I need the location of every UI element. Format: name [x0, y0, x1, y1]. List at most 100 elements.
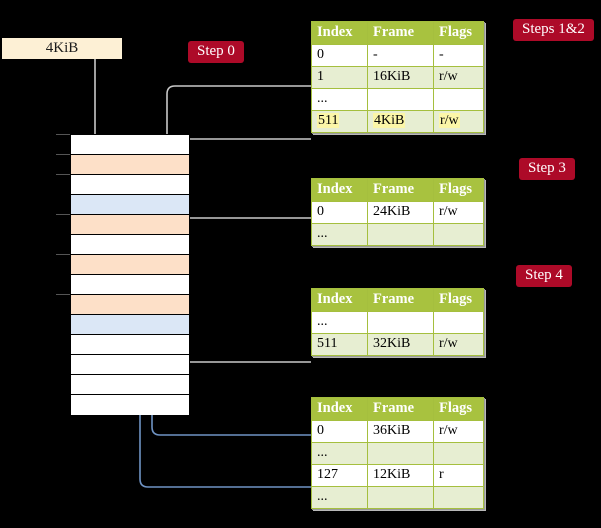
memory-frame-row — [71, 135, 189, 155]
badge-steps-1-2-label: Steps 1&2 — [522, 21, 585, 37]
column-header-index: Index — [311, 178, 368, 202]
memory-frame-row — [71, 295, 189, 315]
wire-table4-row127-to-memory — [132, 202, 311, 488]
memory-scale-tick — [56, 294, 70, 295]
cell-flags: r — [433, 464, 484, 487]
highlighted-value: 4KiB — [373, 113, 406, 128]
column-header-index: Index — [311, 288, 368, 312]
cell-frame — [367, 88, 434, 111]
cell-flags — [433, 223, 484, 246]
cell-frame: - — [367, 44, 434, 67]
memory-frame-row — [71, 335, 189, 355]
cell-frame — [367, 311, 434, 334]
highlighted-value: r/w — [439, 113, 460, 128]
physical-memory-column — [70, 134, 190, 415]
memory-frame-row — [71, 155, 189, 175]
column-header-flags: Flags — [433, 21, 484, 45]
column-header-frame: Frame — [367, 178, 434, 202]
memory-scale-tick — [56, 174, 70, 175]
cell-frame: 16KiB — [367, 66, 434, 89]
memory-frame-row — [71, 215, 189, 235]
badge-steps-1-2: Steps 1&2 — [513, 19, 594, 41]
cell-flags — [433, 311, 484, 334]
table-row[interactable]: ... — [311, 486, 484, 509]
memory-frame-row — [71, 375, 189, 395]
memory-scale-tick — [56, 214, 70, 215]
cell-flags — [433, 486, 484, 509]
cell-frame: 36KiB — [367, 420, 434, 443]
cell-frame: 12KiB — [367, 464, 434, 487]
table-row[interactable]: ... — [311, 88, 484, 111]
badge-step-4: Step 4 — [516, 265, 572, 287]
cell-frame: 32KiB — [367, 333, 434, 356]
cell-flags: r/w — [433, 420, 484, 443]
cell-index: 0 — [311, 44, 368, 67]
source-frame-label: 4KiB — [45, 40, 79, 56]
cell-index: ... — [311, 311, 368, 334]
cell-frame — [367, 442, 434, 465]
cell-index: ... — [311, 442, 368, 465]
cell-index: ... — [311, 88, 368, 111]
memory-frame-row — [71, 195, 189, 215]
cell-frame — [367, 223, 434, 246]
column-header-flags: Flags — [433, 397, 484, 421]
cell-flags: r/w — [433, 66, 484, 89]
column-header-index: Index — [311, 21, 368, 45]
cell-flags: r/w — [433, 110, 484, 133]
badge-step-3: Step 3 — [519, 158, 575, 180]
cell-frame: 24KiB — [367, 201, 434, 224]
cell-flags — [433, 88, 484, 111]
memory-scale-tick — [56, 254, 70, 255]
cell-index: 1 — [311, 66, 368, 89]
memory-frame-row — [71, 235, 189, 255]
cell-index: 511 — [311, 110, 368, 133]
cell-flags — [433, 442, 484, 465]
cell-index: 127 — [311, 464, 368, 487]
cell-flags: - — [433, 44, 484, 67]
cell-flags: r/w — [433, 201, 484, 224]
memory-frame-row — [71, 315, 189, 335]
source-frame-box: 4KiB — [2, 38, 122, 59]
memory-frame-row — [71, 255, 189, 275]
badge-step-0-label: Step 0 — [197, 43, 235, 59]
table-row[interactable]: ... — [311, 223, 484, 246]
table-row[interactable]: ... — [311, 311, 484, 334]
table-row[interactable]: 511 4KiB r/w — [311, 110, 484, 133]
cell-flags: r/w — [433, 333, 484, 356]
badge-step-0: Step 0 — [188, 41, 244, 63]
table-row[interactable]: ... — [311, 442, 484, 465]
column-header-index: Index — [311, 397, 368, 421]
table-row[interactable]: 0-- — [311, 44, 484, 67]
column-header-frame: Frame — [367, 21, 434, 45]
cell-frame — [367, 486, 434, 509]
cell-frame: 4KiB — [367, 110, 434, 133]
highlighted-value: 511 — [317, 113, 340, 128]
wire-step4-table3-to-memory — [177, 300, 311, 363]
column-header-flags: Flags — [433, 178, 484, 202]
column-header-flags: Flags — [433, 288, 484, 312]
wire-table4-row0-to-memory — [144, 322, 311, 436]
column-header-frame: Frame — [367, 288, 434, 312]
wire-step3-table2-to-memory — [173, 217, 311, 258]
cell-index: 0 — [311, 201, 368, 224]
memory-scale-tick — [56, 134, 70, 135]
cell-index: ... — [311, 223, 368, 246]
cell-index: ... — [311, 486, 368, 509]
memory-frame-row — [71, 355, 189, 375]
cell-index: 0 — [311, 420, 368, 443]
memory-frame-row — [71, 175, 189, 195]
badge-step-4-label: Step 4 — [525, 267, 563, 283]
memory-scale-tick — [56, 154, 70, 155]
cell-index: 511 — [311, 333, 368, 356]
wire-step1-table1-to-memory — [166, 85, 311, 158]
